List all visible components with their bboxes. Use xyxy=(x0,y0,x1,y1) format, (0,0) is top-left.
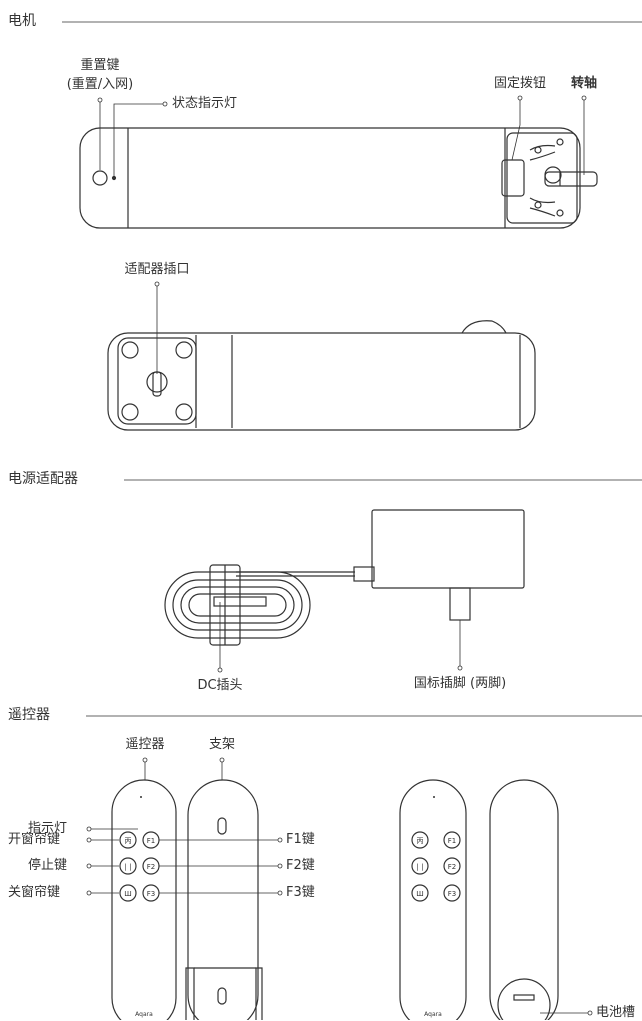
open-button-glyph-right: 丙 xyxy=(417,837,424,845)
leader-lines xyxy=(89,98,590,1014)
label-status-light: 状态指示灯 xyxy=(172,96,238,111)
f2-button-glyph-right: F2 xyxy=(448,863,456,871)
label-reset-key-sub: (重置/入网) xyxy=(66,77,134,92)
f3-button-glyph: F3 xyxy=(147,890,155,898)
section-title-adapter: 电源适配器 xyxy=(8,471,78,487)
close-button-glyph-right: Ш xyxy=(416,890,424,898)
label-indicator: 指示灯 xyxy=(28,821,68,836)
open-button-glyph: 丙 xyxy=(125,837,132,845)
label-f1-key: F1键 xyxy=(286,832,315,847)
stop-button-glyph-right: | | xyxy=(417,863,424,871)
adapter-drawing xyxy=(164,509,525,646)
label-f3-key: F3键 xyxy=(286,885,315,900)
brand-logo-right: Aqara xyxy=(424,1011,442,1018)
label-remote: 遥控器 xyxy=(125,737,165,752)
section-title-motor: 电机 xyxy=(8,13,36,29)
label-gb-plug: 国标插脚 (两脚) xyxy=(413,676,507,691)
label-f2-key: F2键 xyxy=(286,858,315,873)
label-stop-key: 停止键 xyxy=(28,858,68,873)
brand-logo-left: Aqara xyxy=(135,1011,153,1018)
label-adapter-port: 适配器插口 xyxy=(124,262,190,277)
label-fix-knob: 固定拨钮 xyxy=(493,76,547,91)
label-reset-key: 重置键 xyxy=(80,58,120,73)
f3-button-glyph-right: F3 xyxy=(448,890,456,898)
f2-button-glyph: F2 xyxy=(147,863,155,871)
f1-button-glyph-right: F1 xyxy=(448,837,456,845)
f1-button-glyph: F1 xyxy=(147,837,155,845)
stop-button-glyph: | | xyxy=(125,863,132,871)
label-bracket: 支架 xyxy=(208,737,236,752)
remote-front-right xyxy=(399,779,467,1020)
label-shaft: 转轴 xyxy=(570,76,598,91)
label-dc-plug: DC插头 xyxy=(197,678,243,693)
remote-front-left xyxy=(111,779,177,1020)
label-open-key: 开窗帘键 xyxy=(8,832,61,847)
label-close-key: 关窗帘键 xyxy=(8,885,61,900)
bracket-drawing xyxy=(185,779,263,1020)
label-battery-slot: 电池槽 xyxy=(596,1005,636,1020)
motor-top-view xyxy=(79,127,598,229)
motor-side-view xyxy=(107,320,536,431)
section-title-remote: 遥控器 xyxy=(8,707,50,723)
remote-back xyxy=(489,779,559,1020)
close-button-glyph: Ш xyxy=(124,890,132,898)
